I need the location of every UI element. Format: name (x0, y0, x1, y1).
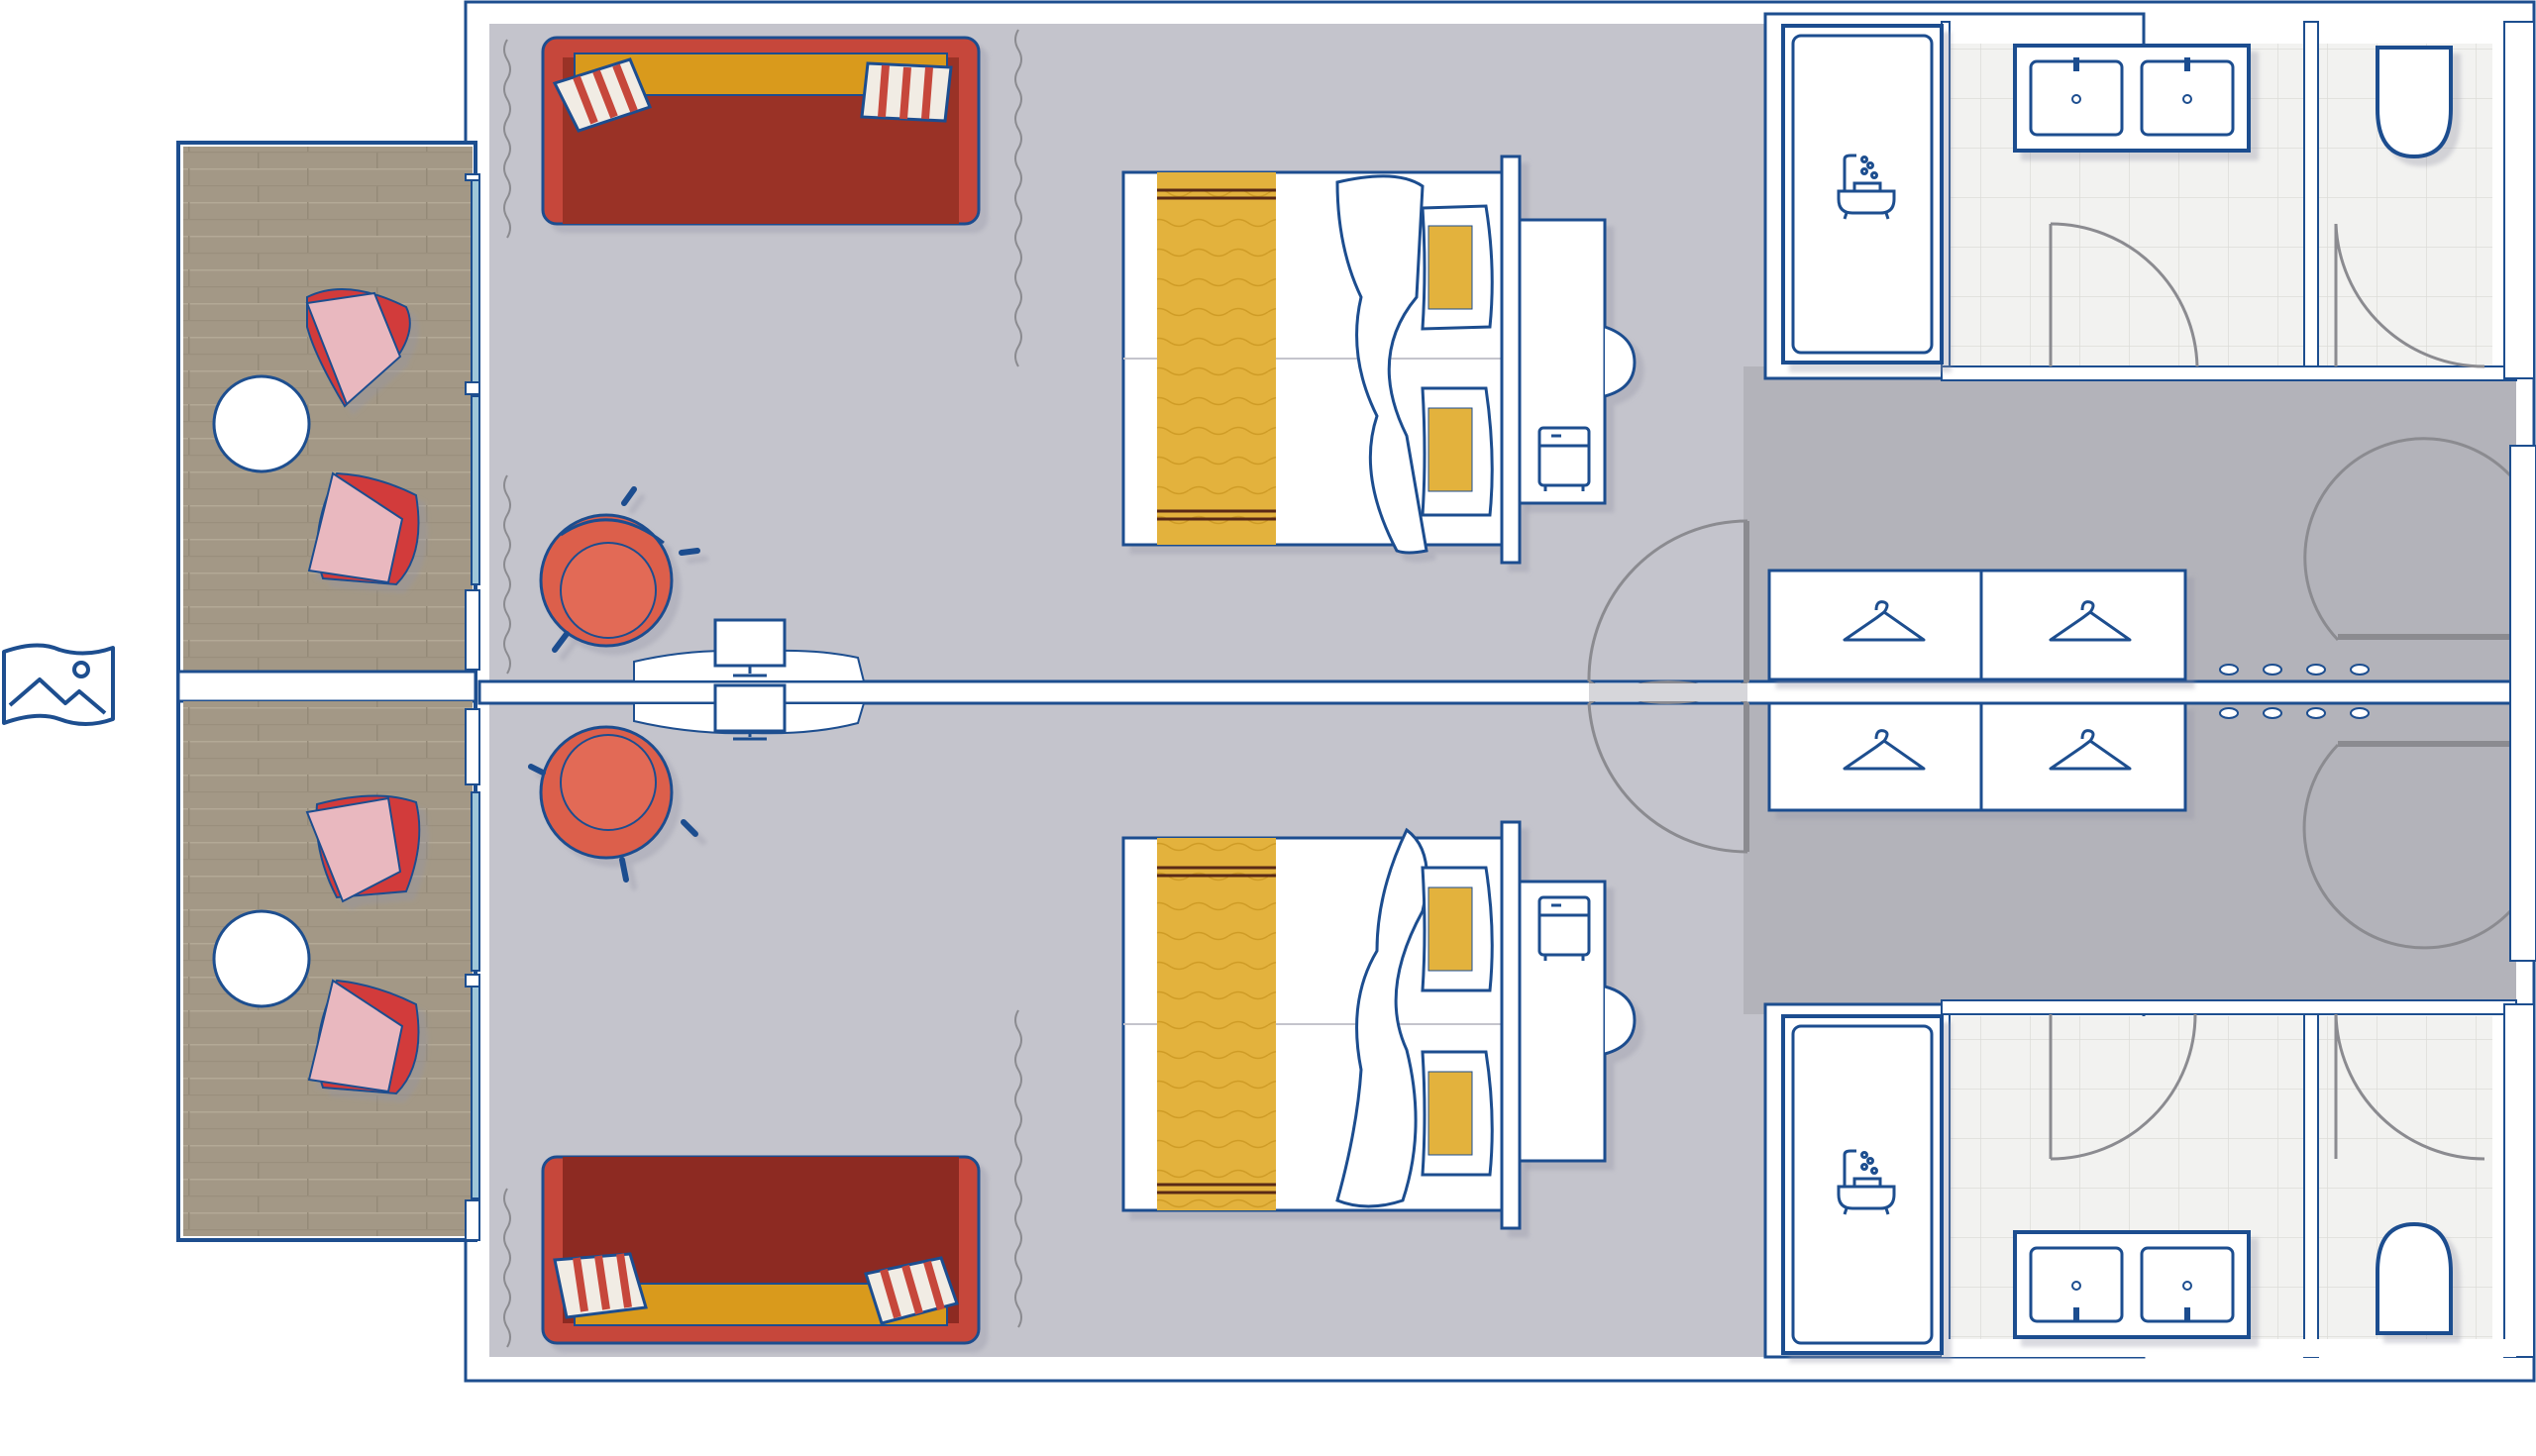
bathtub-icon (1837, 154, 1896, 220)
cushion (552, 57, 653, 133)
entry-doors (1587, 437, 2536, 962)
wall-notches (465, 173, 480, 1241)
nightstand-lower (1518, 880, 1637, 1163)
dividing-wall (477, 679, 2536, 705)
cushion (860, 61, 953, 123)
sofa-upper (541, 36, 981, 226)
bed-upper (1121, 155, 1522, 565)
safe-icon (1537, 426, 1591, 491)
toilet-upper (2376, 46, 2453, 159)
image-icon (2, 643, 115, 726)
coat-hooks (2219, 664, 2370, 719)
bathroom-doors-lower (2049, 1013, 2485, 1161)
safe-icon (1537, 895, 1591, 961)
bathtub-lower (1781, 1014, 1944, 1355)
cushion (864, 1256, 959, 1325)
bathtub-upper (1781, 24, 1944, 364)
armchair-lower (528, 725, 698, 883)
balcony-furniture-lower (212, 794, 421, 1095)
sofa-lower (541, 1155, 981, 1345)
bathtub-icon (1837, 1149, 1896, 1215)
wardrobe (1767, 569, 2187, 812)
armchair-upper (539, 486, 700, 653)
monitor-icon (713, 683, 787, 741)
hanger-icon (1843, 600, 2132, 771)
toilet-lower (2376, 1221, 2453, 1335)
monitor-icon (713, 618, 787, 677)
bathroom-doors-upper (2049, 222, 2485, 368)
double-sink-lower (2013, 1230, 2251, 1339)
bed-lower (1121, 820, 1522, 1230)
balcony-furniture-upper (212, 288, 420, 586)
rug-edges (503, 29, 1022, 1348)
cushion (553, 1252, 648, 1319)
double-sink-upper (2013, 44, 2251, 153)
